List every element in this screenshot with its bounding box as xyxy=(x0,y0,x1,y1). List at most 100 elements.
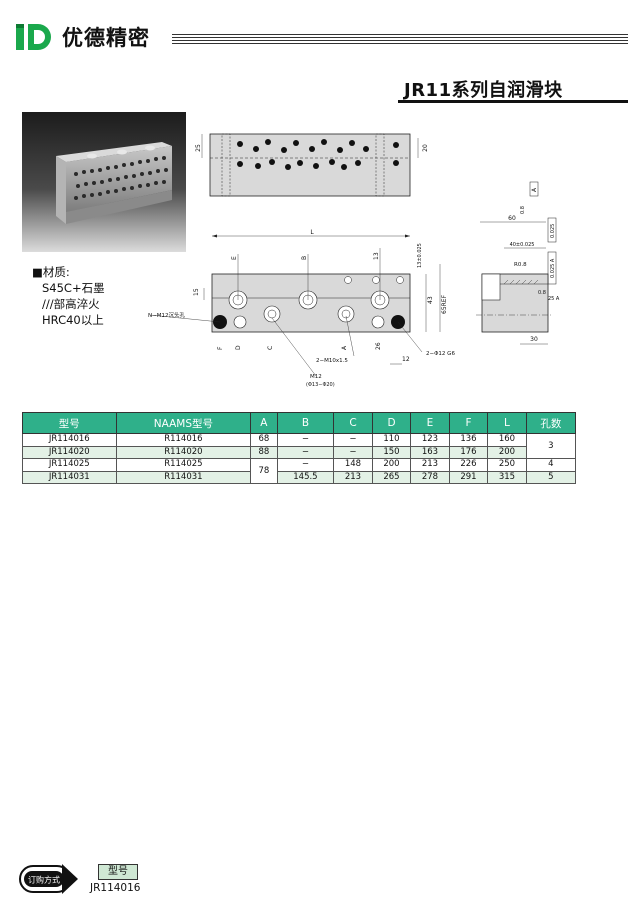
dim-25: 25 xyxy=(195,144,202,152)
cell: 213 xyxy=(333,470,373,484)
cell: − xyxy=(333,445,373,459)
cell: 213 xyxy=(410,458,450,472)
cell: R114025 xyxy=(115,458,252,472)
side-roughness-b: 0.8 xyxy=(538,290,546,296)
side-view: A 0.8 60 0.025 40±0.025 R0.8 0.025 A 0.0… xyxy=(476,181,560,345)
dim-30: 30 xyxy=(530,336,538,343)
dim-26: 26 xyxy=(375,342,382,350)
cell: − xyxy=(276,445,335,459)
header-rule xyxy=(172,34,628,46)
cell: 123 xyxy=(410,433,450,447)
dim-65ref: 65REF xyxy=(441,294,448,314)
dim-40: 40±0.025 xyxy=(510,242,535,248)
m12-note: M12 xyxy=(310,374,322,380)
dim-C: C xyxy=(267,346,274,350)
dim-L: L xyxy=(310,229,314,236)
table-header-row: 型号 NAAMS型号 A B C D E F L 孔数 xyxy=(22,412,577,434)
col-header: 型号 xyxy=(22,412,117,434)
dim-43: 43 xyxy=(427,296,434,304)
side-roughness-a: 0.8 xyxy=(520,206,526,214)
cell: − xyxy=(333,433,373,447)
cell-holes: 5 xyxy=(525,470,577,484)
table-row: JR114031 R114031 145.5 213 265 278 291 3… xyxy=(22,470,577,484)
top-view: 25 20 xyxy=(195,133,429,197)
cell: 200 xyxy=(371,458,412,472)
page-title: JR11系列自润滑块 xyxy=(404,80,563,101)
front-view: L E B 13 13±0.025 15 43 65REF N−M12沉头孔 F… xyxy=(148,229,455,388)
dim-20: 20 xyxy=(422,144,429,152)
order-method-icon: 订购方式 xyxy=(19,864,78,894)
col-header: F xyxy=(448,412,489,434)
col-header: D xyxy=(371,412,412,434)
hole-note: N−M12沉头孔 xyxy=(148,311,185,319)
cell: JR114016 xyxy=(22,433,117,447)
cell: 110 xyxy=(371,433,412,447)
model-value: JR114016 xyxy=(90,882,141,894)
col-header: E xyxy=(410,412,450,434)
dim-D: D xyxy=(235,345,242,350)
col-header: B xyxy=(276,412,335,434)
table-row: JR114020 R114020 88 − − 150 163 176 200 xyxy=(22,445,576,459)
dim-60: 60 xyxy=(508,215,516,222)
cell-holes: 3 xyxy=(525,433,577,459)
table-row: JR114025 R114025 78 − 148 200 213 226 25… xyxy=(22,458,577,484)
dim-A: A xyxy=(341,345,348,350)
perp-tol: 0.025 A xyxy=(540,296,560,302)
datum-A: A xyxy=(531,187,538,192)
cell: − xyxy=(276,433,335,447)
cell: 78 xyxy=(250,458,278,484)
dim-15: 15 xyxy=(193,288,200,296)
cell: 145.5 xyxy=(276,470,335,484)
col-header: L xyxy=(487,412,527,434)
title-underline xyxy=(398,100,628,103)
cell: 200 xyxy=(487,445,527,459)
tol-13: 13±0.025 xyxy=(417,243,423,268)
cell: R114016 xyxy=(115,433,252,447)
cell: 160 xyxy=(487,433,527,447)
col-header: NAAMS型号 xyxy=(115,412,252,434)
m10-note: 2−M10x1.5 xyxy=(316,358,348,364)
col-header: A xyxy=(250,412,278,434)
cell: 148 xyxy=(333,458,373,472)
material-line: HRC40以上 xyxy=(42,313,104,327)
dim-12: 12 xyxy=(402,356,410,363)
spec-table: 型号 NAAMS型号 A B C D E F L 孔数 JR114016 R11… xyxy=(22,412,577,484)
dim-r08: R0.8 xyxy=(514,262,527,268)
table-row: JR114016 R114016 68 − − 110 123 136 160 … xyxy=(22,433,577,459)
cell: JR114020 xyxy=(22,445,117,459)
order-label: 订购方式 xyxy=(28,875,60,885)
material-note: ■材质: S45C+石墨 ///部高淬火 HRC40以上 xyxy=(32,264,105,328)
cell-holes: 4 xyxy=(525,458,577,472)
cell: 226 xyxy=(448,458,489,472)
material-line: ///部高淬火 xyxy=(42,297,100,311)
cell: 150 xyxy=(371,445,412,459)
cell: R114020 xyxy=(115,445,252,459)
cell: R114031 xyxy=(115,470,252,484)
brand-name: 优德精密 xyxy=(62,26,150,50)
cell: 88 xyxy=(250,445,278,459)
model-label-box: 型号 xyxy=(98,864,138,880)
g6-note: 2−Φ12 G6 xyxy=(426,351,455,357)
cell: 136 xyxy=(448,433,489,447)
cell: 250 xyxy=(487,458,527,472)
cell: 278 xyxy=(410,470,450,484)
cell: 68 xyxy=(250,433,278,447)
m12-sub: (Φ13−Φ20) xyxy=(306,382,335,388)
product-photo xyxy=(22,112,186,252)
cell: JR114031 xyxy=(22,470,117,484)
dim-F: F xyxy=(217,346,224,350)
cell: 291 xyxy=(448,470,489,484)
cell: 265 xyxy=(371,470,412,484)
flatness-tol: 0.025 xyxy=(550,224,556,238)
col-header: 孔数 xyxy=(525,412,577,434)
parallel-tol: 0.025 A xyxy=(550,258,556,278)
cell: 163 xyxy=(410,445,450,459)
cell: 176 xyxy=(448,445,489,459)
cell: − xyxy=(276,458,335,472)
technical-drawing: 25 20 L E B 13 13±0.025 15 43 65REF N−M1… xyxy=(148,133,560,388)
material-line: S45C+石墨 xyxy=(42,281,105,295)
dim-B: B xyxy=(301,256,308,260)
dim-13: 13 xyxy=(373,252,380,260)
col-header: C xyxy=(333,412,373,434)
jd-logo xyxy=(16,24,51,50)
